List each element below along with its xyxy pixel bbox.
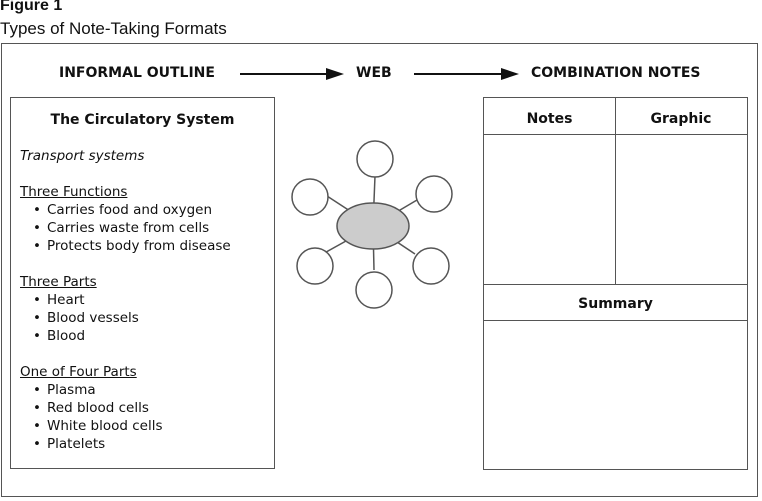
web-node-circle — [296, 247, 334, 285]
outline-subtitle: Transport systems — [20, 148, 145, 164]
outline-title: The Circulatory System — [50, 112, 235, 128]
outline-list-item: Platelets — [33, 436, 105, 452]
informal-outline-box: The Circulatory System Transport systems… — [10, 97, 275, 469]
figure-frame — [1, 43, 758, 497]
outline-section-heading: One of Four Parts — [20, 364, 137, 380]
web-center-ellipse — [336, 202, 410, 250]
web-node-circle — [412, 247, 450, 285]
arrow-web-to-combination — [414, 68, 519, 80]
outline-list-item: Red blood cells — [33, 400, 149, 416]
arrow-outline-to-web — [240, 68, 344, 80]
column-divider — [615, 98, 616, 284]
combination-notes-label: Notes — [526, 111, 573, 127]
outline-list-item: Blood — [33, 328, 85, 344]
figure-label: Figure 1 — [0, 0, 63, 14]
web-node-circle — [356, 140, 394, 178]
combination-graphic-label: Graphic — [650, 111, 712, 127]
outline-section-heading: Three Functions — [20, 184, 128, 200]
web-node-circle — [291, 178, 329, 216]
header-web: WEB — [356, 65, 392, 81]
summary-bottom-divider — [484, 320, 747, 321]
header-combination-notes: COMBINATION NOTES — [531, 65, 701, 81]
outline-list-item: Heart — [33, 292, 85, 308]
web-diagram — [291, 140, 453, 309]
outline-list-item: Carries food and oxygen — [33, 202, 212, 218]
header-informal-outline: INFORMAL OUTLINE — [59, 65, 215, 81]
combination-summary-label: Summary — [578, 296, 653, 312]
web-node-circle — [355, 271, 393, 309]
web-node-circle — [415, 175, 453, 213]
outline-list-item: Protects body from disease — [33, 238, 231, 254]
figure-caption: Types of Note-Taking Formats — [0, 19, 227, 38]
outline-section-heading: Three Parts — [20, 274, 97, 290]
summary-top-divider — [484, 284, 747, 285]
combination-notes-box: Notes Graphic Summary — [483, 97, 748, 470]
outline-list-item: Blood vessels — [33, 310, 139, 326]
outline-list-item: White blood cells — [33, 418, 163, 434]
outline-list-item: Carries waste from cells — [33, 220, 209, 236]
outline-list-item: Plasma — [33, 382, 96, 398]
